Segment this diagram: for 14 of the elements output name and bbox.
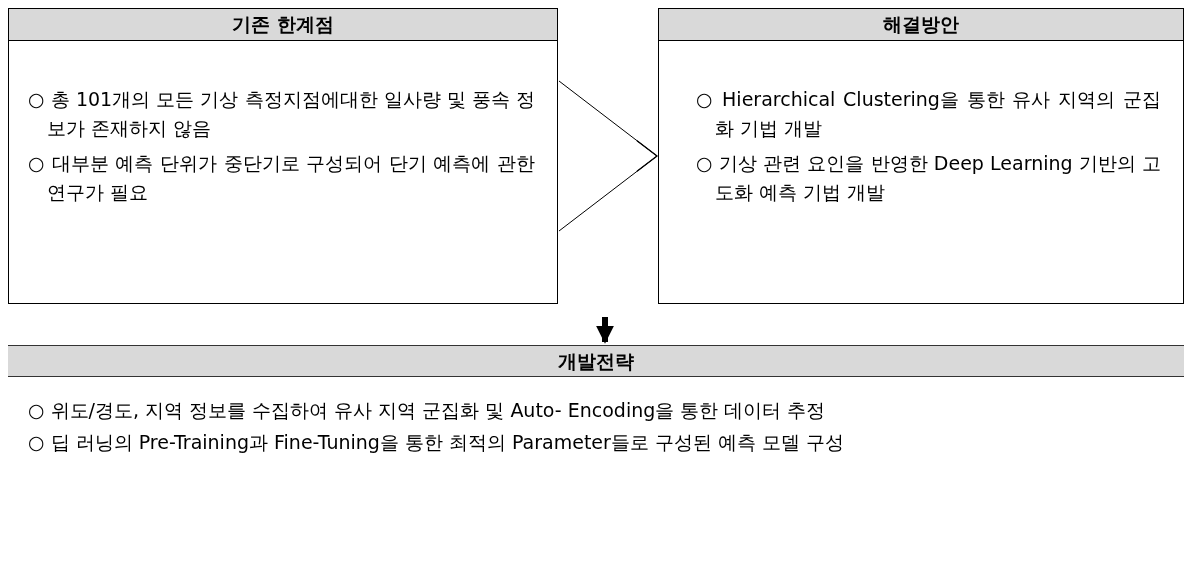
bullet-text: ○ 총 101개의 모든 기상 측정지점에대한 일사량 및 풍속 정보가 존재하지 않음 (27, 87, 535, 141)
bullet-text: ○ 딥 러닝의 Pre-Training과 Fine-Tuning을 통한 최적의 Parameter들로 구성된 예측 모델 구성 (28, 430, 844, 455)
bullet-text: ○ 대부분 예측 단위가 중단기로 구성되어 단기 예측에 관한 연구가 필요 (27, 151, 535, 205)
section-header-band (8, 345, 1184, 377)
chevron-arrow (558, 80, 658, 232)
text-panel (658, 8, 1184, 304)
panel-header: 기존 한계점 (9, 9, 557, 41)
arrow (596, 317, 614, 344)
bullet-text: ○ 위도/경도, 지역 정보를 수집하여 유사 지역 군집화 및 Auto- Encoding을 통한 데이터 추정 (28, 398, 826, 423)
text-panel (8, 8, 558, 304)
bullet-text: ○ 기상 관련 요인을 반영한 Deep Learning 기반의 고도화 예측 기법 개발 (695, 151, 1161, 205)
panel-header: 해결방안 (659, 9, 1183, 41)
bullet-text: ○ Hierarchical Clustering을 통한 유사 지역의 군집화 기법 개발 (695, 87, 1161, 141)
section-header: 개발전략 (557, 349, 635, 374)
